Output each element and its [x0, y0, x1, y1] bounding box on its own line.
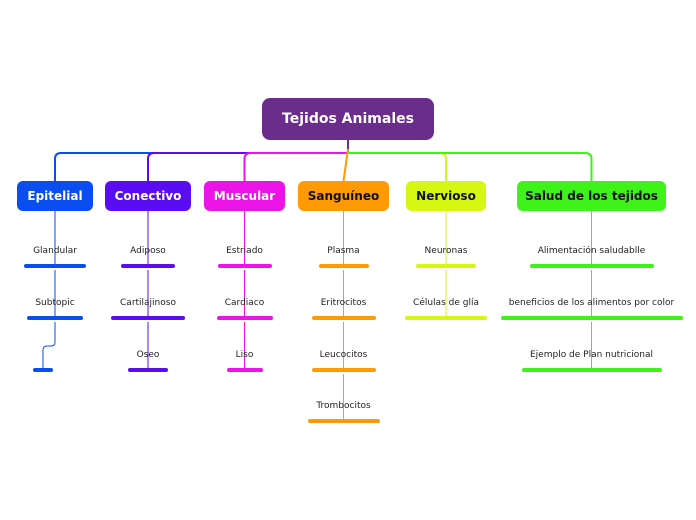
- subtopic-label: Neuronas: [424, 246, 468, 256]
- subtopic-0-1[interactable]: Subtopic: [27, 298, 83, 320]
- subtopic-underline: [216, 316, 273, 320]
- main-topic-label: Sanguíneo: [307, 189, 380, 203]
- subtopic-label: Liso: [235, 350, 254, 360]
- subtopic-underline: [111, 316, 185, 320]
- branch-line-4: [348, 152, 447, 181]
- subtopic-underline: [27, 316, 83, 320]
- subtopic-1-1[interactable]: Cartilajinoso: [111, 298, 185, 320]
- sub-line-0-2: [42, 322, 56, 370]
- subtopic-4-0[interactable]: Neuronas: [416, 246, 476, 268]
- subtopic-label: Estriado: [226, 246, 263, 256]
- subtopic-underline: [33, 368, 53, 372]
- subtopic-underline: [500, 316, 683, 320]
- subtopic-label: Alimentación saludablle: [537, 246, 646, 256]
- subtopic-label: beneficios de los alimentos por color: [508, 298, 675, 308]
- subtopic-label: Cartilajinoso: [120, 298, 176, 308]
- subtopic-underline: [226, 368, 263, 372]
- subtopic-1-2[interactable]: Oseo: [128, 350, 168, 372]
- branch-line-0: [54, 152, 348, 181]
- main-topic-label: Muscular: [213, 189, 276, 203]
- subtopic-3-0[interactable]: Plasma: [318, 246, 369, 268]
- main-topic-3[interactable]: Sanguíneo: [298, 181, 389, 211]
- subtopic-underline: [521, 368, 662, 372]
- subtopic-label: Subtopic: [35, 298, 75, 308]
- subtopic-underline: [529, 264, 654, 268]
- subtopic-label: Trombocitos: [316, 401, 371, 411]
- subtopic-underline: [217, 264, 272, 268]
- main-topic-label: Nervioso: [416, 189, 476, 203]
- subtopic-label: Células de glía: [413, 298, 479, 308]
- main-topic-5[interactable]: Salud de los tejidos: [517, 181, 666, 211]
- subtopic-label: Leucocitos: [319, 350, 368, 360]
- subtopic-2-1[interactable]: Cardiaco: [216, 298, 273, 320]
- subtopic-underline: [24, 264, 86, 268]
- main-topic-1[interactable]: Conectivo: [105, 181, 191, 211]
- subtopic-underline: [405, 316, 487, 320]
- subtopic-underline: [416, 264, 476, 268]
- branch-line-2: [243, 152, 348, 181]
- main-topic-label: Conectivo: [114, 189, 182, 203]
- main-topic-label: Salud de los tejidos: [525, 189, 658, 203]
- main-topic-2[interactable]: Muscular: [204, 181, 285, 211]
- main-topic-label: Epitelial: [27, 189, 83, 203]
- subtopic-0-0[interactable]: Glandular: [24, 246, 86, 268]
- branch-line-3: [342, 148, 349, 182]
- subtopic-label: Eritrocitos: [320, 298, 367, 308]
- branch-line-5: [348, 152, 593, 181]
- subtopic-underline: [128, 368, 168, 372]
- subtopic-label: Plasma: [327, 246, 360, 256]
- subtopic-label: Adiposo: [130, 246, 166, 256]
- subtopic-label: Glandular: [33, 246, 77, 256]
- subtopic-5-0[interactable]: Alimentación saludablle: [529, 246, 654, 268]
- subtopic-4-1[interactable]: Células de glía: [405, 298, 487, 320]
- main-topic-0[interactable]: Epitelial: [17, 181, 93, 211]
- subtopic-label: Ejemplo de Plan nutricional: [529, 350, 653, 360]
- subtopic-label: Cardiaco: [224, 298, 265, 308]
- branch-line-1: [147, 152, 348, 181]
- root-topic-label: Tejidos Animales: [282, 111, 414, 127]
- main-topic-4[interactable]: Nervioso: [406, 181, 486, 211]
- subtopic-1-0[interactable]: Adiposo: [121, 246, 175, 268]
- subtopic-2-0[interactable]: Estriado: [217, 246, 272, 268]
- subtopic-3-1[interactable]: Eritrocitos: [311, 298, 376, 320]
- subtopic-3-3[interactable]: Trombocitos: [307, 401, 380, 423]
- subtopic-underline: [307, 419, 380, 423]
- subtopic-underline: [311, 316, 376, 320]
- subtopic-label: Oseo: [136, 350, 160, 360]
- subtopic-2-2[interactable]: Liso: [226, 350, 263, 372]
- subtopic-5-2[interactable]: Ejemplo de Plan nutricional: [521, 350, 662, 372]
- subtopic-5-1[interactable]: beneficios de los alimentos por color: [500, 298, 683, 320]
- subtopic-underline: [311, 368, 376, 372]
- subtopic-3-2[interactable]: Leucocitos: [311, 350, 376, 372]
- subtopic-underline: [318, 264, 369, 268]
- subtopic-underline: [121, 264, 175, 268]
- root-topic[interactable]: Tejidos Animales: [262, 98, 434, 140]
- subtopic-0-2[interactable]: [33, 350, 53, 372]
